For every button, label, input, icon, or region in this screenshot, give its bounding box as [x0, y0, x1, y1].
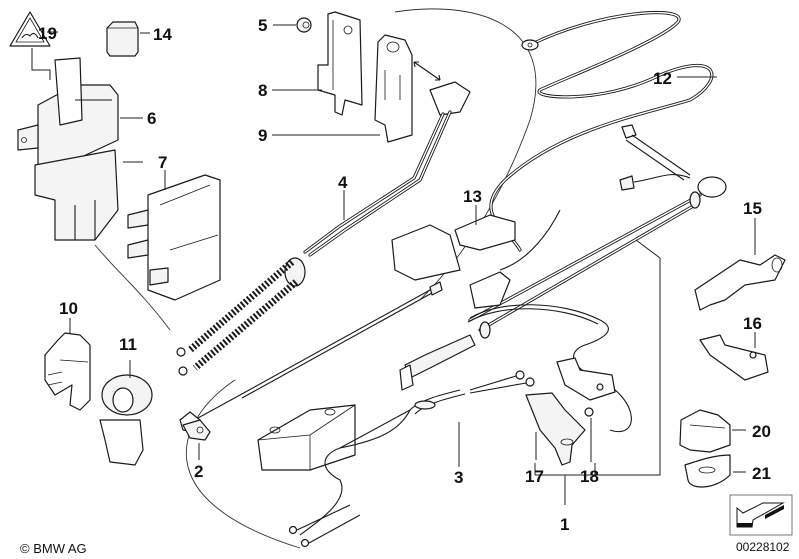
label-2: 2 [194, 462, 203, 481]
copyright-text: © BMW AG [20, 541, 87, 556]
label-17: 17 [525, 467, 544, 486]
view-arrow-icon [729, 494, 793, 536]
label-13: 13 [463, 187, 482, 206]
battery-terminal-clamp-part [182, 419, 211, 441]
safety-terminal-switch-part [699, 334, 769, 381]
reference-arc-left [94, 244, 171, 331]
battery-part [257, 404, 356, 471]
label-4: 4 [338, 173, 348, 192]
safety-switch-lower-part [556, 357, 616, 401]
ground-strap-part [489, 10, 714, 252]
label-21: 21 [752, 464, 771, 483]
fuse-holder-housing-part [17, 57, 119, 166]
label-16: 16 [743, 314, 762, 333]
positive-cable-part [176, 81, 471, 376]
label-10: 10 [59, 299, 78, 318]
nut-part [584, 407, 594, 417]
label-3: 3 [454, 468, 463, 487]
fuse-box-lower-part [34, 149, 119, 241]
label-19: 19 [38, 24, 57, 43]
reference-arc-bottom [185, 379, 301, 549]
label-11: 11 [119, 335, 137, 354]
label-14: 14 [153, 25, 172, 44]
document-number: 00228102 [736, 540, 790, 554]
label-12: 12 [653, 69, 672, 88]
fuse-cap-part [106, 21, 139, 57]
label-5: 5 [258, 16, 267, 35]
connector-holder-part [391, 209, 561, 309]
retaining-clip-part [684, 454, 731, 488]
cover-cap-part [44, 332, 91, 411]
fuse-box-cover-part [127, 174, 221, 301]
label-18: 18 [580, 467, 599, 486]
label-7: 7 [158, 153, 167, 172]
ground-cable-part [288, 370, 535, 548]
mounting-bracket-part [694, 254, 786, 311]
grommet-sleeve-part [99, 374, 153, 466]
label-15: 15 [743, 199, 762, 218]
nut-cap-part [296, 17, 312, 33]
label-20: 20 [752, 422, 771, 441]
group-bracket [534, 258, 661, 505]
label-8: 8 [258, 81, 267, 100]
terminal-cover-part [525, 392, 586, 466]
label-1: 1 [560, 515, 569, 534]
cover-cap-large-part [679, 409, 731, 453]
label-6: 6 [147, 109, 156, 128]
label-9: 9 [258, 126, 267, 145]
warning-triangle-icon [9, 11, 51, 47]
bracket-right-part [374, 34, 413, 143]
assembly-arrow [413, 61, 441, 81]
bracket-left-part [317, 11, 363, 116]
